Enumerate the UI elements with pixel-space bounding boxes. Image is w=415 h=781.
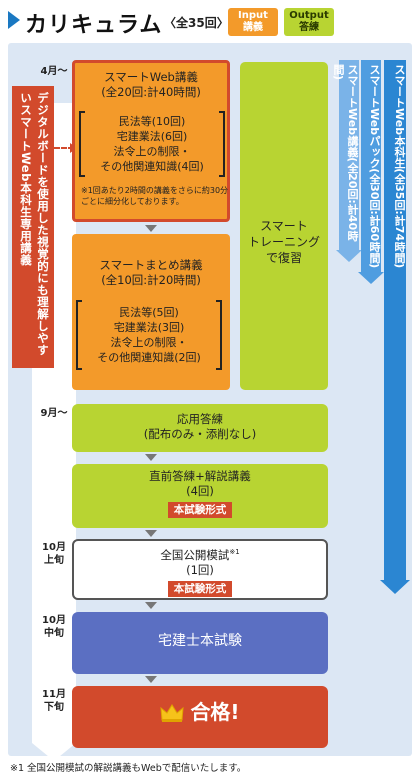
final-practice-box: 直前答練+解説講義 (4回) 本試験形式 [72,464,328,528]
input-badge-ja: 講義 [243,22,263,33]
exam-format-badge: 本試験形式 [167,502,233,518]
month-nov-late: 11月 下旬 [34,688,74,714]
lecture2-item: 民法等(5回) [119,306,179,319]
real-exam-box: 宅建士本試験 [72,612,328,674]
arrow-down [145,676,157,683]
bracket-right [219,111,225,177]
page-subtitle: 〈全35回〉 [164,16,229,30]
month-oct-mid-month: 10月 [42,615,66,626]
play-triangle-icon [8,11,20,29]
mock-exam-box: 全国公開模試※1 (1回) 本試験形式 [72,539,328,600]
mock-footnote-mark: ※1 [229,548,240,556]
lecture2-title: スマートまとめ講義 (全10回:計20時間) [72,258,230,288]
arrow-down [145,225,157,232]
lecture1-item: 宅建業法(6回) [116,130,188,143]
pass-box: 合格! [72,686,328,748]
curriculum-panel: 4月〜 9月〜 10月 上旬 10月 中旬 11月 下旬 デジタルボードを使用し… [8,43,412,761]
course-column-web-full: スマートWeb本科生(全35回:計74時間) [384,60,406,580]
lecture1-items: 民法等(10回) 宅建業法(6回) 法令上の制限・ その他関連知識(4回) [79,111,225,177]
month-apr: 4月〜 [40,66,68,77]
final-title: 直前答練+解説講義 [149,469,251,483]
training-line: で復習 [265,251,302,265]
crown-icon [160,704,185,723]
timeline-arrow [32,743,76,761]
lecture2-items: 民法等(5回) 宅建業法(3回) 法令上の制限・ その他関連知識(2回) [76,300,222,370]
course-column-web-lecture: スマートWeb講義(全20回:計40時間) [332,60,359,250]
header: カリキュラム 〈全35回〉 Input 講義 Output 答練 [0,0,415,40]
course-column-arrow [336,250,362,262]
input-badge: Input 講義 [228,8,278,36]
lecture2-item: 宅建業法(3回) [113,321,185,334]
course-column-arrow [358,272,384,284]
applied-title: 応用答練 [177,412,223,426]
lecture1-item: 民法等(10回) [118,115,186,128]
digital-board-banner: デジタルボードを使用した視覚的にも理解しやすいスマートWeb本科生専用講義 [12,86,54,368]
arrow-down [145,530,157,537]
month-oct-mid-period: 中旬 [44,628,64,639]
dashed-arrow [54,147,74,149]
output-badge-en: Output [289,10,329,21]
month-oct-early: 10月 上旬 [34,541,74,567]
lecture2-title-main: スマートまとめ講義 [99,258,203,272]
arrow-down [145,454,157,461]
mock-title: 全国公開模試※1 [74,545,326,563]
lecture1-note: ※1回あたり2時間の講義をさらに約30分ごとに細分化しております。 [81,186,229,206]
lecture1-item: その他関連知識(4回) [100,160,204,173]
mock-title-text: 全国公開模試 [160,547,230,562]
month-oct-mid: 10月 中旬 [34,614,74,640]
lecture1-title-hours: (全20回:計40時間) [101,85,201,99]
output-badge-ja: 答練 [299,22,319,33]
bracket-left [76,300,82,370]
arrow-down [145,602,157,609]
smart-summary-lecture-box: スマートまとめ講義 (全10回:計20時間) 民法等(5回) 宅建業法(3回) … [72,234,230,390]
input-badge-en: Input [238,10,268,21]
applied-practice-box: 応用答練 (配布のみ・添削なし) [72,404,328,452]
course-column-web-pack: スマートWebパック(全30回:計60時間) [361,60,381,272]
month-nov-late-period: 下旬 [44,702,64,713]
lecture1-item: 法令上の制限・ [113,145,191,158]
training-line: スマート [260,219,308,233]
lecture1-title-main: スマートWeb講義 [104,70,198,84]
exam-format-badge: 本試験形式 [167,580,233,597]
page-title: カリキュラム [25,13,163,38]
training-line: トレーニング [247,235,320,249]
output-badge: Output 答練 [284,8,334,36]
mock-count: (1回) [186,562,214,577]
applied-note: (配布のみ・添削なし) [143,427,257,441]
smart-web-lecture-box: スマートWeb講義 (全20回:計40時間) 民法等(10回) 宅建業法(6回)… [72,60,230,222]
final-count: (4回) [186,484,214,498]
bracket-left [79,111,85,177]
pass-text: 合格! [190,700,240,724]
bracket-right [216,300,222,370]
footnote: ※1 全国公開模試の解説講義もWebで配信いたします。 [10,763,247,774]
month-oct-early-month: 10月 [42,542,66,553]
month-oct-early-period: 上旬 [44,555,64,566]
smart-training-box: スマート トレーニング で復習 [240,62,328,390]
lecture2-item: 法令上の制限・ [110,336,188,349]
lecture1-title: スマートWeb講義 (全20回:計40時間) [75,70,227,100]
month-nov-late-month: 11月 [42,689,66,700]
lecture2-item: その他関連知識(2回) [97,351,201,364]
course-column-arrow [380,580,410,594]
month-sep: 9月〜 [40,408,68,419]
lecture2-title-hours: (全10回:計20時間) [101,273,201,287]
